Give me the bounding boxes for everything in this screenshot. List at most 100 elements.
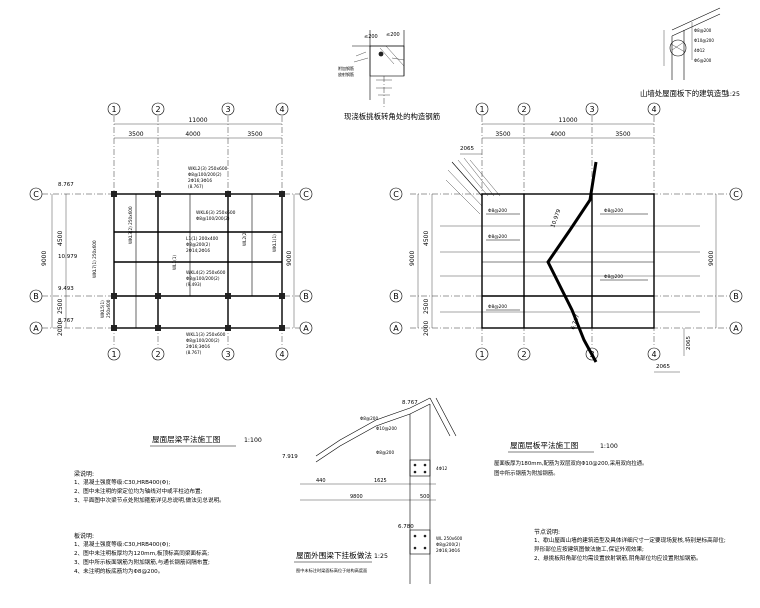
svg-text:B: B: [393, 292, 399, 301]
node-notes: 节点说明: 1、歇山屋面山墙的建筑造型及具体详细尺寸一定要现场复核,特别是标高部…: [534, 528, 754, 564]
svg-text:4500: 4500: [423, 231, 430, 246]
svg-text:1: 1: [111, 105, 116, 114]
svg-text:3500: 3500: [615, 131, 630, 138]
section-subtitle: 图中未标注时梁面标高位于结构高度面: [296, 567, 367, 574]
svg-text:B: B: [733, 292, 739, 301]
svg-text:C: C: [733, 190, 739, 199]
slab-note-item: 2、图中未注明板厚均为120mm,板顶标高同梁面标高;: [74, 551, 210, 557]
svg-text:B: B: [33, 292, 39, 301]
gable-detail-scale: 1:25: [726, 91, 740, 98]
svg-text:4500: 4500: [57, 231, 64, 246]
svg-text:3500: 3500: [128, 131, 143, 138]
beam-notes-heading: 梁说明:: [74, 471, 95, 478]
beam-plan: 1 2 3 4 11000 3500 4000 3500 C B A C B A…: [29, 102, 313, 447]
svg-text:3: 3: [589, 105, 594, 114]
svg-text:4000: 4000: [550, 131, 565, 138]
slab-note-item: 1、混凝土强度等级:C30,HRB400(Φ);: [74, 542, 171, 548]
svg-text:4: 4: [651, 350, 656, 359]
svg-text:2065: 2065: [460, 146, 474, 152]
node-note-item: 1、歇山屋面山墙的建筑造型及具体详细尺寸一定要现场复核,特别是标高部位;: [534, 538, 726, 544]
svg-text:4: 4: [279, 105, 284, 114]
svg-text:2065: 2065: [686, 336, 692, 350]
svg-text:Φ8@200: Φ8@200: [376, 450, 394, 455]
gable-detail-title: 山墙处屋面板下的建筑造型: [640, 89, 729, 98]
svg-text:Φ8@200: Φ8@200: [694, 28, 712, 33]
svg-text:4: 4: [279, 350, 284, 359]
svg-text:A: A: [733, 324, 739, 333]
svg-text:WKL5(1): WKL5(1): [100, 300, 105, 318]
svg-text:WL1(1): WL1(1): [172, 255, 177, 270]
svg-text:Φ8@200(2): Φ8@200(2): [436, 542, 460, 547]
svg-text:Φ8@100/200(2): Φ8@100/200(2): [188, 172, 222, 177]
svg-text:C: C: [33, 190, 39, 199]
svg-text:附加钢筋: 附加钢筋: [338, 65, 354, 71]
corner-dim-2: ≤200: [386, 32, 400, 38]
svg-text:Φ8@200: Φ8@200: [604, 208, 623, 214]
slab-note-item: 4、未注明的板底筋均为Φ8@200。: [74, 569, 164, 575]
svg-text:WL2(2): WL2(2): [242, 231, 247, 246]
slab-plan-scale: 1:100: [600, 443, 618, 450]
svg-text:Φ8@200: Φ8@200: [488, 208, 507, 214]
slab-plan-axis-numbers: 1 2 3 4: [475, 102, 661, 116]
slab-note-item: 3、图中所示板面钢筋为附加钢筋,与通长钢筋间隔布置;: [74, 560, 210, 566]
gable-detail: Φ8@200 Φ10@200 4Φ12 Φ6@200 山墙处屋面板下的建筑造型 …: [640, 7, 740, 98]
svg-text:WKL3(2) 250x600: WKL3(2) 250x600: [128, 206, 133, 244]
svg-text:L1(1) 200x400: L1(1) 200x400: [186, 236, 218, 242]
svg-text:9800: 9800: [350, 494, 363, 500]
beam-note-item: 3、平面图中次梁节点处附加箍筋详见总说明,做法见总说明。: [74, 498, 225, 504]
corner-detail-title: 现浇板挑板转角处的构造钢筋: [344, 112, 440, 121]
svg-text:Φ8@100/200(2): Φ8@100/200(2): [186, 276, 220, 281]
svg-text:11000: 11000: [558, 117, 577, 124]
svg-text:Φ8@100/200(2): Φ8@100/200(2): [196, 216, 230, 221]
svg-text:(8.767): (8.767): [188, 184, 204, 189]
svg-text:2Φ16;3Φ16: 2Φ16;3Φ16: [436, 548, 460, 553]
svg-text:3: 3: [225, 350, 230, 359]
svg-text:3500: 3500: [495, 131, 510, 138]
svg-text:9000: 9000: [708, 251, 715, 266]
slab-notes-heading: 板说明:: [74, 533, 95, 540]
svg-text:4: 4: [651, 105, 656, 114]
slab-plan: 1 2 3 4 11000 3500 4000 3500 C B A C B A…: [389, 102, 743, 477]
svg-text:9.493: 9.493: [58, 286, 74, 292]
beam-plan-axis-numbers: 1 2 3 4: [107, 102, 289, 116]
svg-text:WKL6(3) 250x600: WKL6(3) 250x600: [196, 210, 236, 216]
svg-text:C: C: [303, 190, 309, 199]
svg-text:A: A: [33, 324, 39, 333]
node-note-item: 2、悬挑板阳角部位均需设置放射钢筋,阴角部位均应设置附加钢筋。: [534, 556, 702, 562]
svg-text:Φ8@200: Φ8@200: [488, 304, 507, 310]
svg-text:B: B: [303, 292, 309, 301]
svg-text:Φ6@200: Φ6@200: [694, 58, 712, 63]
svg-text:250x600: 250x600: [106, 299, 111, 318]
section-scale: 1:25: [374, 553, 388, 560]
svg-text:4Φ12: 4Φ12: [694, 48, 705, 53]
corner-rebar-detail: ≤200 ≤200 附加钢筋 放射钢筋 现浇板挑板转角处的构造钢筋: [338, 30, 440, 121]
svg-text:1: 1: [111, 350, 116, 359]
svg-text:C: C: [393, 190, 399, 199]
svg-text:3: 3: [225, 105, 230, 114]
svg-text:Φ8@200: Φ8@200: [604, 274, 623, 280]
node-note-item: 异形部位应按建筑图做法施工,保证外观效果;: [534, 547, 644, 553]
slab-notes: 板说明: 1、混凝土强度等级:C30,HRB400(Φ); 2、图中未注明板厚均…: [74, 532, 284, 577]
svg-text:1: 1: [479, 105, 484, 114]
section-title: 屋面外围梁下挂板做法: [296, 550, 372, 560]
svg-text:WKL1(1): WKL1(1): [272, 234, 277, 252]
svg-text:WKL4(2) 250x600: WKL4(2) 250x600: [186, 270, 226, 276]
svg-text:7.919: 7.919: [282, 454, 298, 460]
svg-text:2: 2: [155, 105, 160, 114]
svg-text:10.979: 10.979: [58, 254, 78, 260]
svg-text:8.767: 8.767: [58, 182, 74, 188]
svg-text:1: 1: [479, 350, 484, 359]
svg-text:2Φ14;2Φ16: 2Φ14;2Φ16: [186, 248, 210, 253]
beam-plan-title: 屋面层梁平法施工图: [152, 434, 220, 444]
svg-text:2: 2: [521, 105, 526, 114]
svg-text:A: A: [393, 324, 399, 333]
svg-text:Φ10@200: Φ10@200: [694, 38, 714, 43]
eave-section: 440 1625 9800 500 8.767 7.919 6.780 Φ8@2…: [282, 397, 463, 584]
svg-text:9000: 9000: [286, 251, 293, 266]
svg-text:Φ8@200: Φ8@200: [488, 234, 507, 240]
svg-text:6.780: 6.780: [398, 524, 414, 530]
svg-text:4000: 4000: [185, 131, 200, 138]
svg-text:2Φ16;3Φ16: 2Φ16;3Φ16: [188, 178, 212, 183]
node-notes-heading: 节点说明:: [534, 529, 561, 536]
